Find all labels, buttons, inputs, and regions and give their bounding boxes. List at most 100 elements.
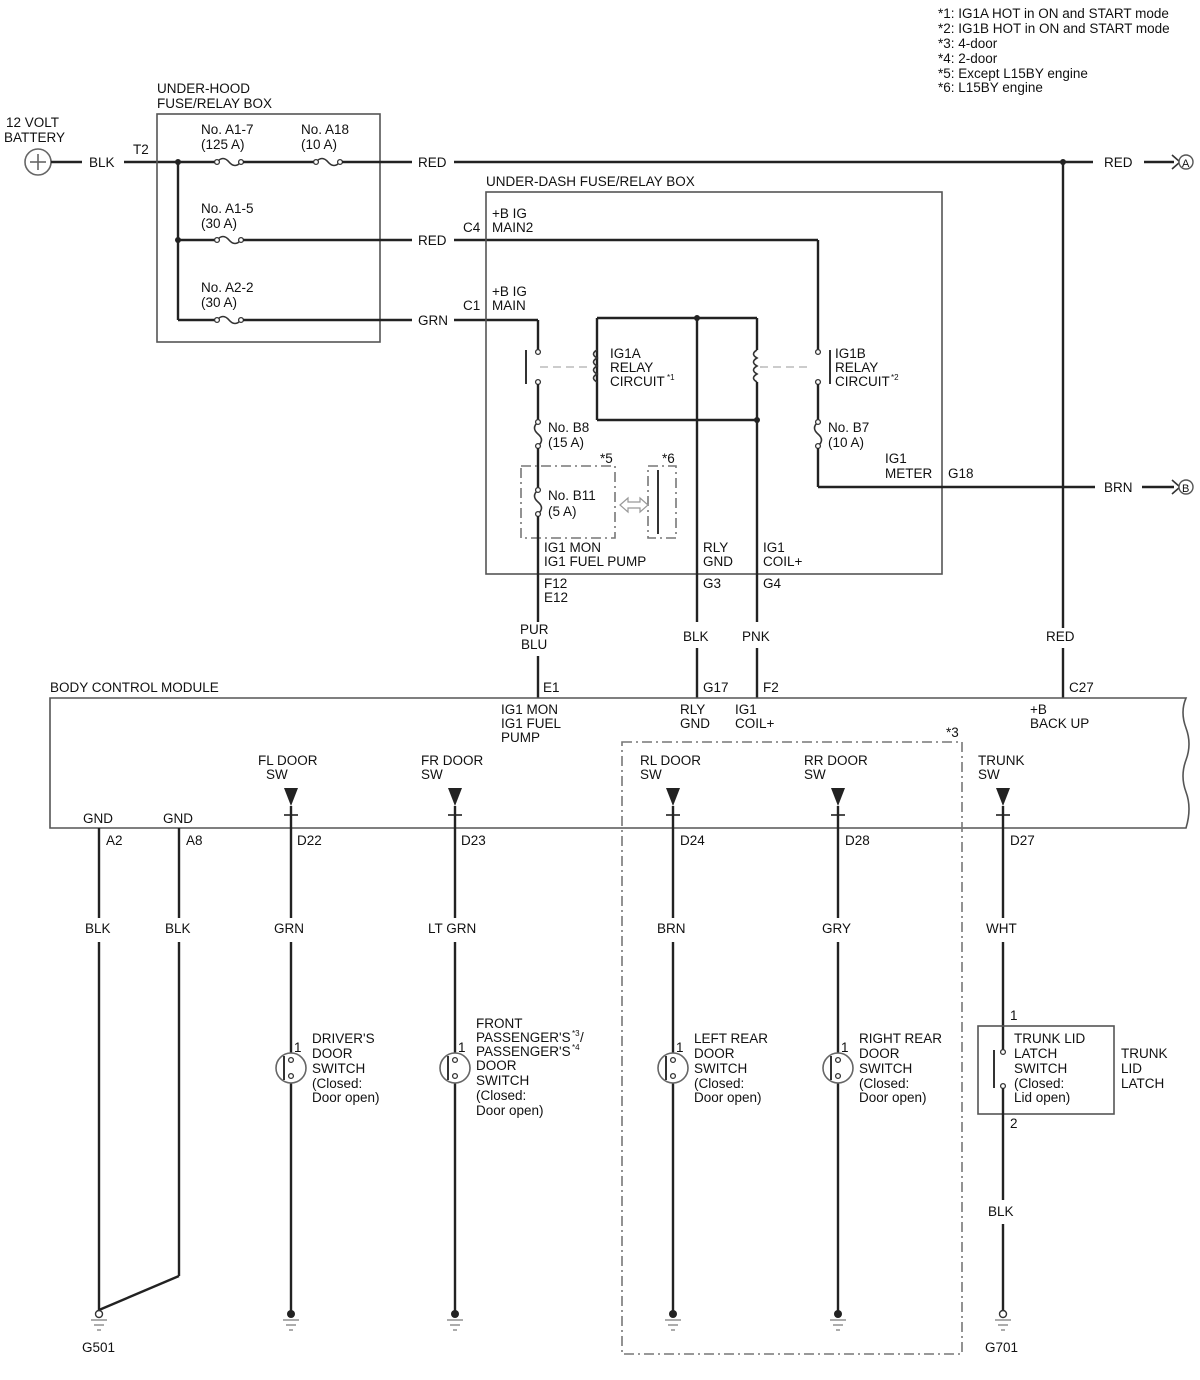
note-1: *1: IG1A HOT in ON and START mode <box>938 6 1169 21</box>
mark-5: *5 <box>600 451 613 466</box>
svg-text:LATCH: LATCH <box>1014 1046 1057 1061</box>
diode-icon <box>831 788 845 806</box>
connector-b-label: B <box>1182 483 1189 495</box>
ground-icon <box>830 1310 846 1331</box>
bcm-coil-1: IG1 <box>735 702 757 717</box>
fuse-a18-label: No. A18 <box>301 122 349 137</box>
trunk-lid-latch-switch: 1 2 TRUNK LID LATCH SWITCH (Closed: Lid … <box>977 1008 1168 1312</box>
svg-text:SW: SW <box>266 767 288 782</box>
pin-c27: C27 <box>1069 680 1094 695</box>
ig1-meter-2: METER <box>885 466 933 481</box>
svg-text:DOOR: DOOR <box>694 1046 735 1061</box>
wire-blk-rly: BLK <box>683 629 709 644</box>
under-hood-title-1: UNDER-HOOD <box>157 81 250 96</box>
svg-text:Lid open): Lid open) <box>1014 1090 1070 1105</box>
fuse-a22-icon <box>216 315 242 325</box>
notes-block: *1: IG1A HOT in ON and START mode *2: IG… <box>938 6 1170 95</box>
svg-text:DRIVER'S: DRIVER'S <box>312 1031 375 1046</box>
under-dash-box <box>485 191 943 575</box>
pin-g4: G4 <box>763 576 782 591</box>
note-4: *4: 2-door <box>938 51 998 66</box>
note-3: *3: 4-door <box>938 36 998 51</box>
ground-label-g701: G701 <box>985 1340 1018 1355</box>
fuse-a17-icon <box>216 157 242 167</box>
bcm-mon-1: IG1 MON <box>501 702 558 717</box>
wire-pnk: PNK <box>742 629 770 644</box>
note-5: *5: Except L15BY engine <box>938 66 1088 81</box>
svg-text:2: 2 <box>1010 1116 1018 1131</box>
wire-pur: PUR <box>520 622 549 637</box>
pin-g3: G3 <box>703 576 721 591</box>
fuse-b11-icon <box>533 489 543 515</box>
svg-text:FR DOOR: FR DOOR <box>421 753 483 768</box>
fuse-a22-label: No. A2-2 <box>201 280 254 295</box>
driver-door-switch: 1 DRIVER'S DOOR SWITCH (Closed: Door ope… <box>275 1031 380 1105</box>
svg-text:Door open): Door open) <box>694 1090 762 1105</box>
ig1a-coil-icon <box>592 349 599 383</box>
front-passenger-door-switch: 1 FRONT PASSENGER'S *3 / PASSENGER'S *4 … <box>439 1016 584 1118</box>
svg-text:RR DOOR: RR DOOR <box>804 753 868 768</box>
ground-icon <box>665 1310 681 1331</box>
svg-text:D24: D24 <box>680 833 705 848</box>
svg-text:SW: SW <box>804 767 826 782</box>
svg-text:Door open): Door open) <box>312 1090 380 1105</box>
battery-icon <box>24 148 52 176</box>
ground-icon-g701: G701 <box>985 1309 1018 1355</box>
svg-text:D22: D22 <box>297 833 322 848</box>
battery-label-1: 12 VOLT <box>6 115 59 130</box>
svg-text:PASSENGER'S: PASSENGER'S <box>476 1044 571 1059</box>
svg-text:(Closed:: (Closed: <box>859 1076 909 1091</box>
ig1a-label-2: RELAY <box>610 360 653 375</box>
ig1-coil-2: COIL+ <box>763 554 803 569</box>
connector-a-icon <box>1178 154 1194 170</box>
bcm-mon-3: PUMP <box>501 730 540 745</box>
under-dash-title: UNDER-DASH FUSE/RELAY BOX <box>486 174 695 189</box>
svg-text:LATCH: LATCH <box>1121 1076 1164 1091</box>
svg-text:1: 1 <box>1010 1008 1018 1023</box>
alt-fuse-box <box>647 465 677 539</box>
diode-icon <box>284 788 298 806</box>
svg-text:LID: LID <box>1121 1061 1142 1076</box>
pin-f12: F12 <box>544 576 567 591</box>
svg-text:RIGHT REAR: RIGHT REAR <box>859 1031 942 1046</box>
pin-g18: G18 <box>948 466 974 481</box>
mark-2: *2 <box>891 373 899 382</box>
fuse-b8-rating: (15 A) <box>548 435 584 450</box>
svg-text:RL DOOR: RL DOOR <box>640 753 701 768</box>
svg-text:SW: SW <box>640 767 662 782</box>
bcm-mon-2: IG1 FUEL <box>501 716 562 731</box>
svg-text:FL DOOR: FL DOOR <box>258 753 318 768</box>
rly-gnd-2: GND <box>703 554 733 569</box>
svg-text:BLK: BLK <box>165 921 191 936</box>
svg-text:GND: GND <box>163 811 193 826</box>
svg-text:SW: SW <box>421 767 443 782</box>
door-input-fl: FL DOOR SW D22 GRN <box>258 753 322 1312</box>
svg-text:GRN: GRN <box>274 921 304 936</box>
c4-label-2: MAIN2 <box>492 220 533 235</box>
svg-text:DOOR: DOOR <box>312 1046 353 1061</box>
svg-text:A8: A8 <box>186 833 203 848</box>
svg-text:Door open): Door open) <box>859 1090 927 1105</box>
svg-text:1: 1 <box>841 1040 849 1055</box>
right-rear-door-switch: 1 RIGHT REAR DOOR SWITCH (Closed: Door o… <box>822 1031 942 1105</box>
fuse-b11-label: No. B11 <box>548 488 596 503</box>
pin-e12: E12 <box>544 590 568 605</box>
bcm-backup-1: +B <box>1030 702 1047 717</box>
door-input-fr: FR DOOR SW D23 LT GRN <box>421 753 486 1312</box>
svg-text:TRUNK: TRUNK <box>1121 1046 1168 1061</box>
svg-text:TRUNK: TRUNK <box>978 753 1025 768</box>
svg-text:WHT: WHT <box>986 921 1017 936</box>
fuse-a17-rating: (125 A) <box>201 137 245 152</box>
pin-g17: G17 <box>703 680 729 695</box>
note-6: *6: L15BY engine <box>938 80 1043 95</box>
bcm-rly-gnd-2: GND <box>680 716 710 731</box>
fuse-b11-rating: (5 A) <box>548 504 577 519</box>
relay-contact <box>534 378 542 386</box>
mark-1: *1 <box>667 373 675 382</box>
fuse-a15-rating: (30 A) <box>201 216 237 231</box>
svg-text:LEFT REAR: LEFT REAR <box>694 1031 768 1046</box>
svg-text:SWITCH: SWITCH <box>859 1061 912 1076</box>
svg-text:TRUNK LID: TRUNK LID <box>1014 1031 1086 1046</box>
gnd-a8: GND A8 BLK <box>98 811 203 1312</box>
svg-text:*4: *4 <box>572 1043 580 1052</box>
